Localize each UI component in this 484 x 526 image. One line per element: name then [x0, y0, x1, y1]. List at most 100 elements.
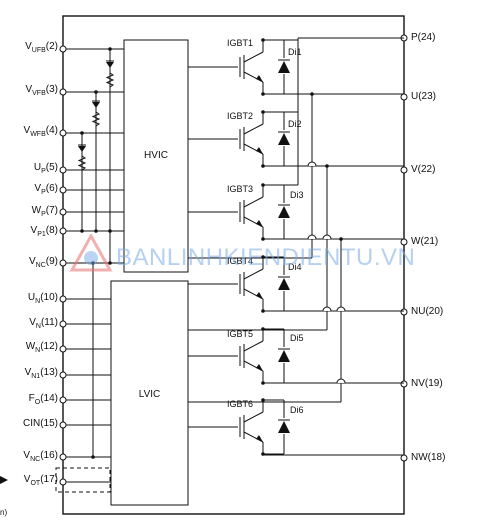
wire-crossover [322, 234, 332, 240]
junction-dot [261, 183, 265, 187]
freewheel-diode-icon [278, 278, 290, 290]
igbt-arrow-icon [256, 435, 263, 442]
pin-fo [59, 396, 67, 404]
pin-vp1 [59, 227, 67, 235]
junction-dot [108, 261, 112, 265]
pin-un [59, 295, 67, 303]
pin-label-vot: VOT(17) [23, 474, 58, 487]
diode-label-1: Di1 [288, 47, 302, 57]
pin-vnc9 [59, 259, 67, 267]
igbt-arrow-icon [256, 292, 263, 299]
igbt-label-5: IGBT5 [227, 329, 254, 339]
wire-crossover [336, 306, 346, 312]
pin-label-vnc16: VNC(16) [23, 450, 58, 463]
vot-dashed-frame [55, 467, 111, 493]
diode-label-6: Di6 [290, 405, 304, 415]
freewheel-diode-icon [278, 421, 290, 433]
bootstrap-resistor-icon [77, 155, 87, 171]
lvic-block [110, 280, 189, 506]
junction-dot [91, 261, 95, 265]
pin-label-vufb: VUFB(2) [25, 41, 58, 54]
igbt-arrow-icon [256, 364, 263, 371]
igbt-collector [243, 268, 264, 280]
pin-vnc16 [59, 453, 67, 461]
pin-v [400, 166, 408, 174]
pin-label-nv: NV(19) [411, 378, 443, 389]
pin-wn [59, 345, 67, 353]
diode-label-2: Di2 [288, 119, 302, 129]
diode-label-4: Di4 [288, 262, 302, 272]
freewheel-diode-icon [278, 133, 290, 145]
pin-label-vvfb: VVFB(3) [25, 84, 58, 97]
junction-dot [261, 398, 265, 402]
junction-dot [94, 90, 98, 94]
pin-label-vn: VN(11) [29, 317, 58, 330]
bootstrap-resistor-icon [91, 111, 101, 127]
pin-label-wn: WN(12) [25, 341, 58, 354]
edge-fragment: n) [0, 508, 8, 517]
diode-label-5: Di5 [290, 333, 304, 343]
pin-up [59, 166, 67, 174]
wire-crossover [307, 234, 317, 240]
junction-dot [91, 455, 95, 459]
igbt-label-6: IGBT6 [227, 399, 254, 409]
pin-label-vwfb: VWFB(4) [23, 125, 58, 138]
pin-label-p: P(24) [411, 32, 436, 43]
pin-cin [59, 421, 67, 429]
pin-label-vnc9: VNC(9) [28, 256, 58, 269]
igbt-arrow-icon [256, 220, 263, 227]
pin-u [400, 93, 408, 101]
pin-label-up: UP(5) [33, 162, 58, 175]
pin-vn1 [59, 371, 67, 379]
pin-wp [59, 208, 67, 216]
pin-label-vp: VP(6) [34, 183, 58, 196]
igbt-arrow-icon [256, 75, 263, 82]
pin-vp [59, 186, 67, 194]
junction-dot [339, 237, 343, 241]
pin-label-nu: NU(20) [411, 306, 444, 317]
junction-dot [80, 229, 84, 233]
junction-dot [80, 131, 84, 135]
pin-vvfb [59, 88, 67, 96]
igbt-label-3: IGBT3 [227, 184, 254, 194]
freewheel-diode-icon [278, 61, 290, 73]
pin-nv [400, 380, 408, 388]
pin-vwfb [59, 129, 67, 137]
pin-label-cin: CIN(15) [22, 418, 58, 429]
bootstrap-diode-icon [106, 62, 114, 68]
igbt-collector [243, 411, 264, 423]
pin-label-v: V(22) [411, 164, 436, 175]
diode-label-3: Di3 [290, 190, 304, 200]
edge-arrow-icon [0, 476, 8, 484]
igbt-label-1: IGBT1 [227, 38, 254, 48]
freewheel-diode-icon [278, 206, 290, 218]
wire-crossover [322, 306, 332, 312]
pin-label-un: UN(10) [27, 292, 58, 305]
freewheel-diode-icon [278, 350, 290, 362]
igbt-collector [243, 51, 264, 63]
wire-crossover [307, 161, 317, 167]
pin-label-nw: NW(18) [411, 452, 446, 463]
bootstrap-diode-icon [92, 102, 100, 108]
pin-vot [59, 478, 67, 486]
igbt-collector [243, 123, 264, 135]
igbt-collector [243, 196, 264, 208]
junction-dot [261, 38, 265, 42]
bootstrap-diode-icon [78, 146, 86, 152]
pin-label-fo: FO(14) [28, 393, 58, 406]
igbt-label-2: IGBT2 [227, 111, 254, 121]
pin-vufb [59, 45, 67, 53]
igbt-collector [243, 340, 264, 352]
junction-dot [325, 164, 329, 168]
pin-w [400, 238, 408, 246]
hvic-label: HVIC [144, 150, 168, 161]
junction-dot [108, 47, 112, 51]
igbt-arrow-icon [256, 147, 263, 154]
pin-nw [400, 454, 408, 462]
pin-label-vn1: VN1(13) [24, 367, 58, 380]
hvic-block [123, 39, 189, 273]
wire-crossover [336, 378, 346, 384]
pin-label-vp1: VP1(8) [30, 225, 58, 238]
junction-dot [94, 229, 98, 233]
